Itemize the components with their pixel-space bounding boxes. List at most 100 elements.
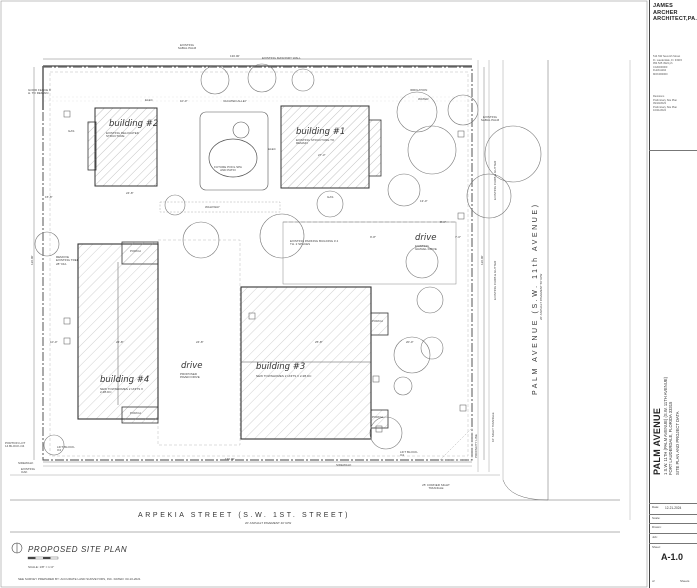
firm-line-3: ARCHITECT,PA. [653,16,697,22]
scale-bar-segment [28,557,36,559]
tree [416,286,444,314]
revisions-label: Revisions [653,95,665,98]
street-bottom-label: ARPEKIA STREET (S.W. 1ST. STREET) [138,512,351,519]
title-block-divider [649,150,697,151]
existing-oak-note: EXISTING OAK [21,467,36,475]
tree [34,231,60,257]
elec-label-2: ELEC [268,147,276,151]
address-line: CGK000000 [653,65,668,69]
sight-triangle [439,427,473,461]
dim-top: 130.00' [230,54,240,58]
palm [63,317,71,325]
corner-curb [502,479,549,501]
revision-item: Preliminary Site Plan [653,105,678,109]
sheet-number-box: Sheet: A-1.0 [649,543,697,570]
revisions: Revisions Preliminary Site Plan 09/10/20… [653,95,697,113]
building-4-note: NEW TOWNHOMES 2 UNITS X 2-3B DC [100,387,144,395]
building-3-footprint [240,286,372,440]
remove-tree-note: REMOVE EXISTING TREE 28" DIA. [56,255,79,266]
porch-label-4: PORCH [130,411,141,415]
drawing-scale: SCALE: 1/8" = 1'-0" [28,565,55,569]
sidewalk-label: SIDEWALK [336,463,352,467]
palm [457,130,465,138]
setback-line [49,71,469,457]
walkway [159,201,281,213]
property-line-note: PROPERTY LINE [474,434,478,458]
sheet-label: Sheet: [652,545,661,549]
sidewalk-label-left: SIDEWALK [18,461,34,465]
palm [372,375,380,383]
palm [63,337,71,345]
spa-outline [232,121,250,139]
building-2-name: building #2 [109,119,159,129]
firm-name: JAMES ARCHER ARCHITECT,PA. [653,3,697,23]
tree [291,68,315,92]
tree [182,221,220,259]
dim-bottom: 130.00' [225,457,235,461]
dim-13: 13'-0" [420,199,428,203]
revision-item: Preliminary Site Plan [653,98,678,102]
palm [459,404,467,412]
water-label: WATER [418,97,429,101]
dim-rear-setback: 10'-0" [180,99,188,103]
tree [393,336,431,374]
pool-outline [208,138,258,178]
project-city: FORT LAUDERDALE, FLORIDA 33315 [668,401,673,475]
existing-curb-note-1: EXISTING CURB & GUTTER [493,160,497,200]
site-plan-drawing [0,0,648,588]
corner-triangle-note: 25' CORNER SIGHT TRIANGLE [422,483,450,491]
address-line: FL#A11194 [653,69,667,73]
gravel-drive-note: EXISTING GRAVEL DRIVE [415,244,437,252]
tree [43,434,65,456]
project-name: PALM AVENUE [652,407,662,475]
dim-left: 120.00' [30,255,34,265]
tree [316,190,344,218]
dim-drive-width: 24'-8" [196,340,204,344]
building-3-note: NEW TOWNHOMES 2 UNITS X 2-3B DC [256,374,312,378]
revision-item: 10/21/2024 [653,109,666,113]
building-3-porch-bottom [370,409,389,429]
gas-label: GAS [68,129,75,133]
dim-8: 8'-0" [440,220,446,224]
building-1-note: EXISTING STRUCTURE TO REMAIN [296,138,335,146]
sheet-number: A-1.0 [661,552,684,562]
sight-triangle-note: 10' SIGHT TRIANGLE [491,412,495,442]
dim-b2-width: 24'-8" [126,191,134,195]
existing-sabal-note-1: EXISTING SABAL PALM [177,43,197,51]
street-bottom-sub: 20' ASPHALT PAVEMENT 40' R/W [245,521,292,525]
existing-curb-note-2: EXISTING CURB & GUTTER [493,260,497,300]
tree [200,65,230,95]
existing-parking-note: EXISTING PARKING BUILDING # 4 TH. 2 SPAC… [290,239,339,247]
palm [248,312,256,320]
walkway-note: WALKWAY [205,205,220,209]
building-1-name: building #1 [296,127,346,137]
address-line: MOK000000 [653,72,668,76]
drawing-title: PROPOSED SITE PLAN [28,545,128,554]
gas-label-2: GAS [327,195,334,199]
job-label: Job: [652,535,658,539]
sheet-of-label: of [652,579,655,583]
irrigation-label: IRRIGATION [410,88,428,92]
lift-label-left: LIFT BLOCK-O4 [57,445,76,453]
elec-label: ELEC [145,98,153,102]
dim-b3: 25'-8" [315,340,323,344]
firm-line-1: JAMES [653,3,673,9]
porch-label-2: PORCH [372,319,383,323]
building-3-name: building #3 [256,362,306,372]
tree [259,213,305,259]
building-2-note: EXISTING RELOCATED STRUCTURE [106,131,139,139]
pool-deck [199,111,269,191]
tree [247,63,277,93]
firm-address: 514 SW Seventh Street Ft. Lauderdale, Fl… [653,55,697,77]
gravel-drive-label: drive [415,233,437,243]
tree [369,416,403,450]
tree [484,125,542,183]
porch-label-1: PORCH [130,249,141,253]
tree [396,91,438,133]
address-line: 954 525 3924 ph [653,62,673,66]
pool-note: FUTURE POOL SPA AND PATIO [214,165,242,173]
building-2-porch [87,121,97,171]
address-line: Ft. Lauderdale, Fl. 33315 [653,58,682,62]
tree-canopies [34,63,542,456]
sheet-title: SITE PLAN AND PROJECT DATA [675,411,680,475]
